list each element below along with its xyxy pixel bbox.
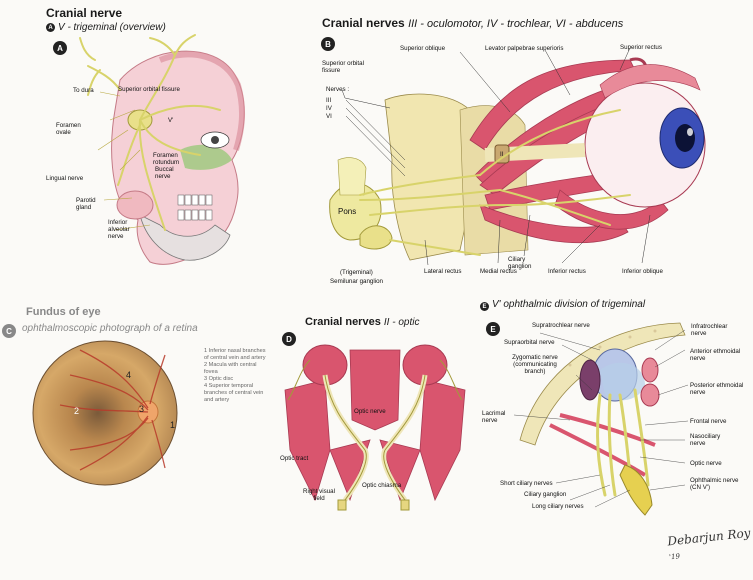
label-optic-tract: Optic tract (280, 455, 309, 462)
legend-item-1: 1 Inferior nasal branches of central vei… (204, 348, 266, 361)
label-n6: VI (326, 113, 332, 120)
label-medial-rectus: Medial rectus (480, 268, 517, 275)
panel-b-title: Cranial nerves III - oculomotor, IV - tr… (322, 16, 623, 30)
legend-item-2: 2 Macula with central fovea (204, 362, 257, 375)
label-foramen-ovale: Foramen ovale (56, 122, 81, 136)
panel-e-small-badge: E (480, 302, 489, 311)
label-parotid: Parotid gland (76, 197, 96, 211)
label-foramen-rotundum: Foramen rotundum (153, 152, 180, 166)
retina-mark-2: 2 (74, 406, 80, 416)
retina-illustration (32, 340, 178, 486)
panel-d-title-main: Cranial nerves (305, 316, 381, 328)
panel-e-ophthalmic: E V' ophthalmic division of trigeminal E (480, 295, 753, 580)
label-trigeminal: (Trigeminal) (340, 269, 373, 276)
label-nerves: Nerves : (326, 86, 350, 93)
panel-d-title-sub: II - optic (383, 317, 420, 328)
label-inferior-oblique: Inferior oblique (622, 268, 663, 275)
label-optic-nerve-e: Optic nerve (690, 460, 722, 467)
panel-a-heading: Cranial nerve (46, 6, 123, 20)
label-ciliary-ganglion-b: Ciliary ganglion (508, 256, 532, 270)
legend-item-3: 3 Optic disc (204, 376, 234, 382)
label-optic-nerve-d: Optic nerve (354, 408, 386, 415)
label-lingual: Lingual nerve (46, 175, 84, 182)
panel-c-fundus: Fundus of eye C ophthalmoscopic photogra… (0, 300, 270, 580)
label-long-ciliary: Long ciliary nerves (532, 503, 584, 510)
panel-b-badge: B (321, 37, 335, 51)
label-v1: V' (168, 117, 174, 124)
label-inferior-alveolar: Inferior alveolar nerve (108, 219, 130, 240)
panel-d-badge: D (282, 332, 296, 346)
label-supraorbital: Supraorbital nerve (504, 339, 555, 346)
panel-d-title: Cranial nerves II - optic (305, 316, 419, 328)
label-levator: Levator palpebrae superioris (485, 45, 564, 52)
label-roman-ii: II (500, 151, 504, 158)
legend-item-4: 4 Superior temporal branches of central … (204, 383, 264, 403)
label-n3: III (326, 97, 332, 104)
label-pons: Pons (338, 207, 357, 216)
panel-e-subtitle: V' ophthalmic division of trigeminal (492, 299, 646, 310)
label-lacrimal: Lacrimal nerve (482, 410, 506, 424)
panel-a-small-badge: A (46, 23, 55, 32)
retina-mark-3: 3 (139, 404, 145, 414)
optic-chiasm-illustration (284, 344, 466, 511)
panel-b-title-main: Cranial nerves (322, 16, 405, 30)
label-superior-orbital-fissure: Superior orbital fissure (118, 86, 180, 93)
label-posterior-ethmoidal: Posterior ethmoidal nerve (690, 382, 744, 396)
panel-c-badge: C (2, 324, 16, 338)
label-supratrochlear: Supratrochlear nerve (532, 322, 590, 329)
label-ophthalmic: Ophthalmic nerve (CN V') (690, 477, 739, 491)
panel-c-subtitle: ophthalmoscopic photograph of a retina (22, 323, 198, 334)
label-superior-rectus: Superior rectus (620, 44, 662, 51)
label-superior-oblique: Superior oblique (400, 45, 446, 52)
retina-legend: 1 Inferior nasal branches of central vei… (204, 348, 268, 404)
label-nasociliary: Nasociliary nerve (690, 433, 721, 447)
eye-muscles-illustration (329, 47, 706, 266)
retina-mark-4: 4 (126, 370, 132, 380)
panel-e-badge: E (486, 322, 500, 336)
panel-c-title: Fundus of eye (26, 306, 101, 318)
retina-mark-1: 1 (170, 420, 176, 430)
label-optic-chiasma: Optic chiasma (362, 482, 402, 489)
panel-b-oculomotor: Cranial nerves III - oculomotor, IV - tr… (300, 0, 753, 300)
label-frontal: Frontal nerve (690, 418, 727, 425)
label-semilunar: Semilunar ganglion (330, 278, 383, 285)
label-infratrochlear: Infratrochlear nerve (691, 323, 728, 337)
label-n4: IV (326, 105, 332, 112)
label-to-dura: To dura (73, 87, 94, 94)
panel-b-title-sub: III - oculomotor, IV - trochlear, VI - a… (408, 18, 624, 30)
label-short-ciliary: Short ciliary nerves (500, 480, 553, 487)
label-anterior-ethmoidal: Anterior ethmoidal nerve (690, 348, 741, 362)
head-illustration (79, 34, 246, 265)
label-inferior-rectus: Inferior rectus (548, 268, 586, 275)
label-sup-orbital-fissure: Superior orbital fissure (322, 60, 364, 74)
label-buccal: Buccal nerve (155, 166, 174, 180)
ophthalmic-nerve-illustration (513, 322, 689, 516)
panel-a-badge: A (53, 41, 67, 55)
signature-year: '19 (668, 552, 681, 562)
label-ciliary-ganglion-e: Ciliary ganglion (524, 491, 567, 498)
panel-d-optic: D Cranial nerves II - optic Optic nerve … (270, 300, 480, 580)
panel-a-subtitle: V - trigeminal (overview) (58, 22, 166, 33)
label-lateral-rectus: Lateral rectus (424, 268, 462, 275)
panel-a-trigeminal-overview: Cranial nerve A V - trigeminal (overview… (0, 0, 300, 285)
label-zygomatic: Zygomatic nerve (communicating branch) (512, 354, 558, 375)
label-right-visual-field: Right visual field (303, 488, 335, 502)
